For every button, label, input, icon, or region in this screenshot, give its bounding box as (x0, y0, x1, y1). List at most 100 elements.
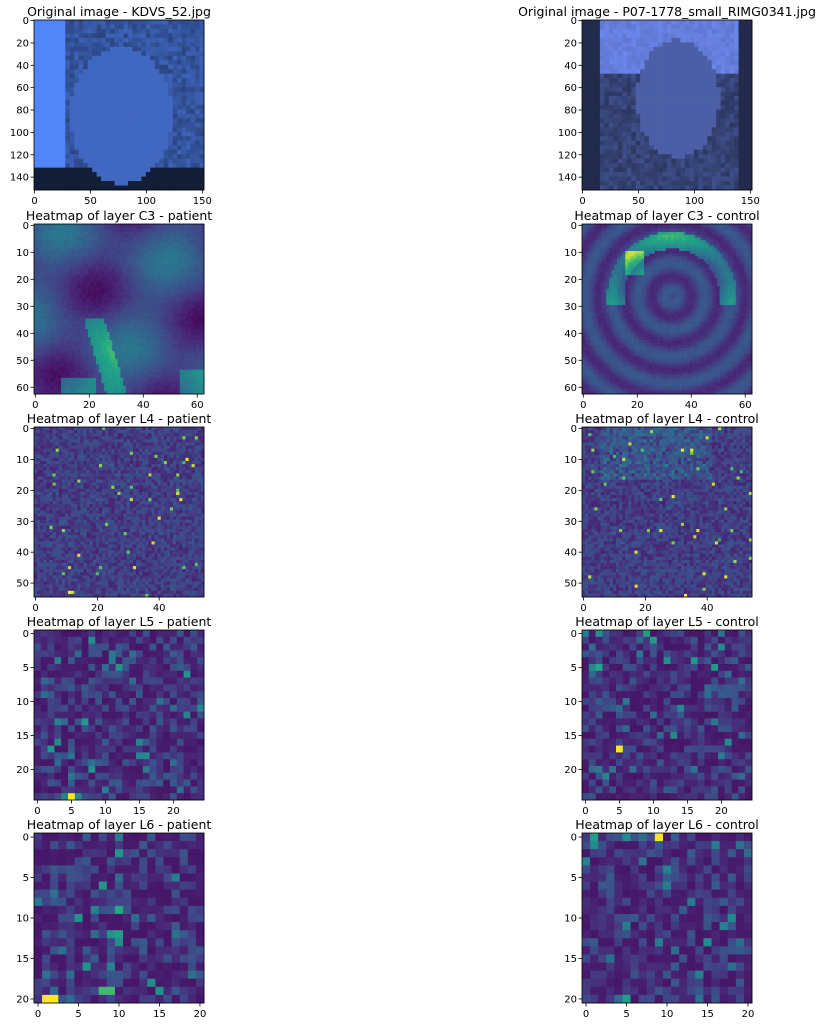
photo-pixel (631, 118, 636, 123)
photo-pixel (146, 69, 151, 74)
photo-pixel (79, 92, 84, 97)
photo-pixel (115, 154, 120, 159)
photo-pixel (150, 123, 155, 128)
photo-pixel (730, 87, 735, 92)
photo-pixel (730, 92, 735, 97)
photo-pixel (703, 38, 708, 43)
photo-pixel (65, 96, 70, 101)
photo-pixel (721, 163, 726, 168)
photo-pixel (164, 51, 169, 56)
photo-pixel (65, 150, 70, 155)
photo-pixel (119, 92, 124, 97)
photo-pixel (627, 132, 632, 137)
photo-pixel (622, 136, 627, 141)
photo-pixel (150, 172, 155, 177)
photo-pixel (676, 172, 681, 177)
photo-pixel (186, 177, 191, 182)
photo-pixel (730, 47, 735, 52)
photo-pixel (694, 56, 699, 61)
photo-pixel (119, 33, 124, 38)
photo-pixel (65, 168, 70, 173)
photo-pixel (663, 101, 668, 106)
photo-pixel (150, 132, 155, 137)
photo-pixel (61, 172, 66, 177)
photo-pixel (195, 101, 200, 106)
photo-pixel (52, 42, 57, 47)
photo-pixel (159, 132, 164, 137)
photo-pixel (609, 96, 614, 101)
photo-pixel (92, 127, 97, 132)
photo-pixel (137, 74, 142, 79)
photo-pixel (645, 181, 650, 186)
photo-pixel (97, 24, 102, 29)
photo-pixel (146, 87, 151, 92)
photo-pixel (168, 69, 173, 74)
photo-pixel (132, 83, 137, 88)
photo-pixel (707, 109, 712, 114)
photo-pixel (613, 38, 618, 43)
photo-pixel (721, 20, 726, 25)
photo-pixel (128, 56, 133, 61)
photo-pixel (101, 172, 106, 177)
photo-pixel (712, 42, 717, 47)
photo-pixel (645, 38, 650, 43)
photo-pixel (698, 127, 703, 132)
photo-pixel (92, 150, 97, 155)
photo-pixel (83, 127, 88, 132)
photo-pixel (604, 74, 609, 79)
photo-pixel (703, 127, 708, 132)
photo-pixel (83, 118, 88, 123)
photo-pixel (177, 83, 182, 88)
photo-pixel (654, 154, 659, 159)
photo-pixel (110, 69, 115, 74)
photo-pixel (106, 87, 111, 92)
photo-pixel (132, 127, 137, 132)
photo-pixel (631, 92, 636, 97)
photo-pixel (119, 123, 124, 128)
photo-pixel (591, 65, 596, 70)
photo-pixel (101, 141, 106, 146)
photo-pixel (186, 154, 191, 159)
photo-pixel (595, 118, 600, 123)
photo-pixel (680, 65, 685, 70)
photo-pixel (712, 60, 717, 65)
photo-pixel (182, 96, 187, 101)
photo-pixel (101, 47, 106, 52)
photo-pixel (173, 96, 178, 101)
photo-pixel (671, 136, 676, 141)
photo-pixel (698, 163, 703, 168)
photo-pixel (106, 51, 111, 56)
photo-pixel (703, 47, 708, 52)
photo-pixel (191, 145, 196, 150)
photo-pixel (712, 20, 717, 25)
photo-pixel (712, 154, 717, 159)
photo-pixel (119, 101, 124, 106)
photo-pixel (739, 136, 744, 141)
photo-pixel (582, 163, 587, 168)
photo-pixel (195, 141, 200, 146)
photo-pixel (640, 159, 645, 164)
photo-pixel (123, 51, 128, 56)
photo-pixel (115, 101, 120, 106)
photo-pixel (106, 42, 111, 47)
photo-pixel (186, 163, 191, 168)
photo-pixel (128, 74, 133, 79)
photo-pixel (132, 42, 137, 47)
photo-pixel (618, 172, 623, 177)
photo-pixel (595, 24, 600, 29)
photo-pixel (141, 154, 146, 159)
photo-pixel (586, 42, 591, 47)
photo-pixel (676, 163, 681, 168)
photo-pixel (146, 92, 151, 97)
photo-pixel (70, 141, 75, 146)
photo-pixel (56, 20, 61, 25)
photo-pixel (582, 42, 587, 47)
photo-pixel (195, 69, 200, 74)
photo-pixel (38, 114, 43, 119)
photo-pixel (721, 136, 726, 141)
photo-pixel (712, 105, 717, 110)
photo-pixel (106, 118, 111, 123)
photo-pixel (694, 33, 699, 38)
photo-pixel (649, 92, 654, 97)
photo-pixel (101, 136, 106, 141)
